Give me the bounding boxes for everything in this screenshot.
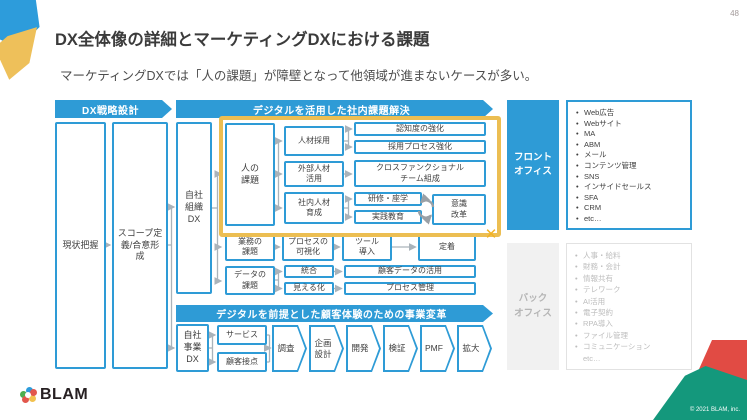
box-mindset: 意識 改革 (432, 194, 486, 225)
back-office-item: AI活用 (572, 296, 688, 308)
front-office-item: CRM (573, 203, 687, 214)
front-office-item: etc… (573, 214, 687, 225)
back-office-item: RPA導入 (572, 318, 688, 330)
back-office-item: 情報共有 (572, 273, 688, 285)
banner-business-transformation: デジタルを前提とした顧客体験のための事業変革 (176, 305, 493, 322)
banner-internal-issues: デジタルを活用した社内課題解決 (176, 100, 493, 118)
blocker-x-mark: ✕ (484, 226, 498, 243)
banner-dx-strategy: DX戦略設計 (55, 100, 172, 118)
box-seminar: 研修・座学 (354, 192, 422, 206)
back-office-item: etc… (583, 353, 601, 363)
back-office-item: テレワーク (572, 284, 688, 296)
slide-title: DX全体像の詳細とマーケティングDXにおける課題 (55, 31, 430, 49)
box-integration: 統合 (284, 265, 334, 278)
box-visualization: 見える化 (284, 282, 334, 295)
back-office-label: バック オフィス (507, 243, 559, 370)
box-external-talent: 外部人材 活用 (284, 161, 344, 187)
box-practice: 実践教育 (354, 210, 422, 224)
front-office-item: ABM (573, 140, 687, 151)
box-cross-functional: クロスファンクショナル チーム組成 (354, 160, 486, 187)
back-office-list: 人事・給料 財務・会計 情報共有 テレワーク AI活用 電子契約 RPA導入 フ… (566, 243, 692, 370)
box-data-issue: データの 課題 (225, 266, 275, 295)
box-recruit-process: 採用プロセス強化 (354, 140, 486, 154)
box-touchpoint: 顧客接点 (217, 352, 267, 372)
page-number: 48 (730, 9, 739, 18)
front-office-label: フロント オフィス (507, 100, 559, 230)
box-awareness: 認知度の強化 (354, 122, 486, 136)
box-tool-introduction: ツール 導入 (342, 233, 392, 261)
box-adoption: 定着 (418, 233, 476, 261)
box-customer-data: 顧客データの活用 (344, 265, 476, 278)
front-office-item: SNS (573, 172, 687, 183)
box-process-visualization: プロセスの 可視化 (282, 233, 334, 261)
box-org-dx: 自社 組織 DX (176, 122, 212, 294)
back-office-item: ファイル管理 (572, 330, 688, 342)
back-office-item: 財務・会計 (572, 261, 688, 273)
box-internal-training: 社内人材 育成 (284, 192, 344, 224)
box-service: サービス (217, 325, 267, 345)
front-office-item: メール (573, 150, 687, 161)
back-office-item: 人事・給料 (572, 250, 688, 262)
front-office-item: MA (573, 129, 687, 140)
back-office-item: 電子契約 (572, 307, 688, 319)
box-ops-issue: 業務の 課題 (225, 233, 275, 261)
blam-logo: BLAM (20, 384, 88, 406)
blam-logo-text: BLAM (40, 386, 89, 403)
box-recruiting: 人材採用 (284, 126, 344, 156)
box-current-state: 現状把握 (55, 122, 106, 369)
front-office-list: Web広告 Webサイト MA ABM メール コンテンツ管理 SNS インサイ… (566, 100, 692, 230)
copyright-text: © 2021 BLAM, inc. (689, 407, 740, 413)
front-office-item: インサイドセールス (573, 182, 687, 193)
front-office-item: Webサイト (573, 119, 687, 130)
back-office-item: コミュニケーション (572, 341, 688, 353)
front-office-item: Web広告 (573, 108, 687, 119)
box-biz-dx: 自社 事業 DX (176, 324, 209, 372)
box-people-issue: 人の 課題 (225, 123, 275, 226)
slide-subtitle: マーケティングDXでは「人の課題」が障壁となって他領域が進まないケースが多い。 (60, 69, 538, 83)
box-process-management: プロセス管理 (344, 282, 476, 295)
front-office-item: SFA (573, 193, 687, 204)
blam-pinwheel-icon (20, 387, 37, 403)
box-scope-consensus: スコープ定 義/合意形 成 (112, 122, 168, 369)
front-office-item: コンテンツ管理 (573, 161, 687, 172)
